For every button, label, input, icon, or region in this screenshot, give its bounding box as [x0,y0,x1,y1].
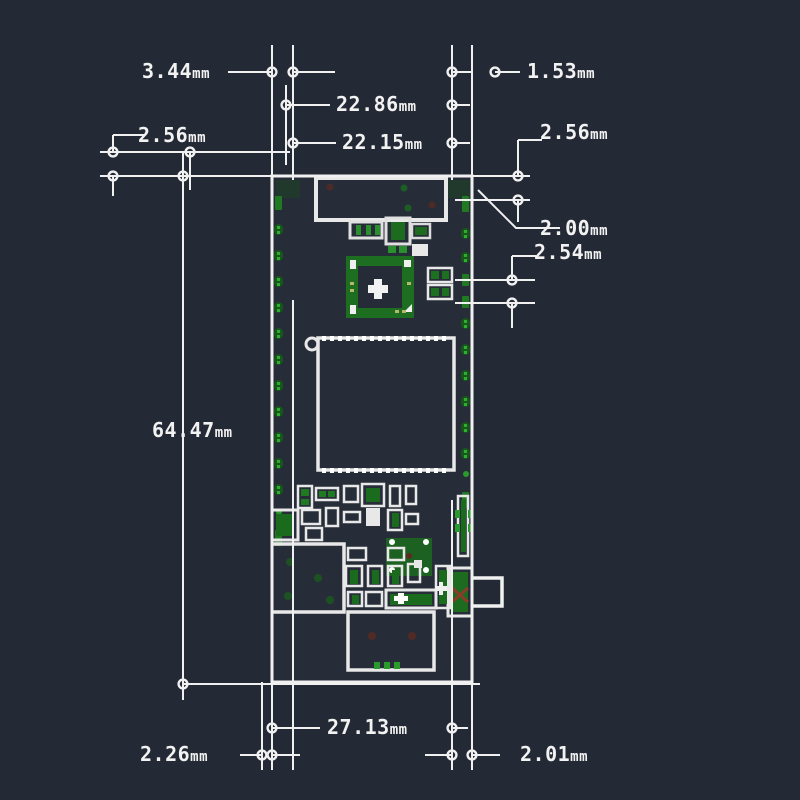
dimension-labels: 3.44mm 22.86mm 22.15mm 1.53mm 2.56mm 2.5… [138,59,608,766]
dim-label-2-56-left: 2.56mm [138,123,206,147]
dim-label-1-53: 1.53mm [527,59,595,83]
connector-tab-outline [472,576,504,608]
dim-label-64-47: 64.47mm [152,418,233,442]
dim-label-2-54: 2.54mm [534,240,602,264]
dim-label-22-15: 22.15mm [342,130,423,154]
dimension-lines [100,45,560,770]
component-cluster-lower [344,538,438,610]
dim-2-56-left [100,134,290,196]
dim-label-3-44: 3.44mm [142,59,210,83]
smd-component-row-top [348,216,432,256]
copper-pour [276,180,470,198]
dim-label-22-86: 22.86mm [336,92,417,116]
left-castellated-pads [274,196,283,546]
dim-2-56-right [455,139,542,222]
dim-label-2-01: 2.01mm [520,742,588,766]
dim-2-54 [455,255,536,328]
component-cluster-upper [272,482,420,542]
dim-label-27-13: 27.13mm [327,715,408,739]
dim-2-00-leader [477,189,560,229]
left-square-pad [272,542,346,614]
dim-label-2-26: 2.26mm [140,742,208,766]
display-module-area [304,336,456,473]
dim-label-2-56-right: 2.56mm [540,120,608,144]
rf-shield-chip [346,256,414,318]
usb-connector [434,564,472,618]
dim-label-2-00: 2.00mm [540,216,608,240]
dual-pad-pair [426,266,454,301]
pcb-board-graphic [272,176,472,682]
bottom-shield-box [346,610,436,672]
antenna-keepout-outline [314,176,448,222]
right-edge-traces [455,494,472,558]
board-outline [270,174,474,684]
